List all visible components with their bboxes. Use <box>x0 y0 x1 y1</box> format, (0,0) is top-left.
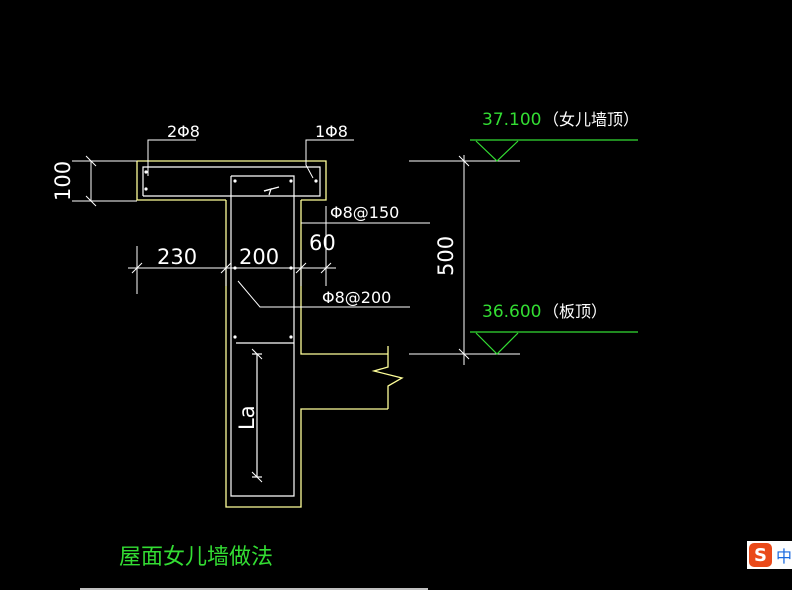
anchor-length-label: La <box>235 405 259 430</box>
elevation-top-note: （女儿墙顶） <box>543 110 639 129</box>
rebar-lines <box>142 166 321 497</box>
leader-lines <box>72 139 430 483</box>
dim-thickness: 100 <box>51 161 75 201</box>
height-dimension <box>409 155 520 365</box>
elevation-bottom-note: （板顶） <box>543 302 607 321</box>
stirrup-label-top: Φ8@150 <box>330 203 399 222</box>
dim-left: 230 <box>157 245 197 269</box>
elevation-bottom-value: 36.600 <box>482 302 541 322</box>
rebar-label-2phi8: 2Φ8 <box>167 122 200 141</box>
ime-mode-label[interactable]: 中 <box>775 547 792 566</box>
drawing-title: 屋面女儿墙做法 <box>119 545 273 570</box>
elevation-symbols <box>470 139 638 355</box>
rebar-label-1phi8: 1Φ8 <box>315 122 348 141</box>
rebar-dots <box>144 170 318 339</box>
dim-mid: 200 <box>239 245 279 269</box>
dim-right: 60 <box>309 231 336 255</box>
elevation-top-value: 37.100 <box>482 110 541 130</box>
ime-indicator[interactable]: S 中 <box>747 541 792 569</box>
ime-logo-icon[interactable]: S <box>749 543 772 567</box>
stirrup-label-bottom: Φ8@200 <box>322 288 391 307</box>
dim-height: 500 <box>434 236 458 276</box>
